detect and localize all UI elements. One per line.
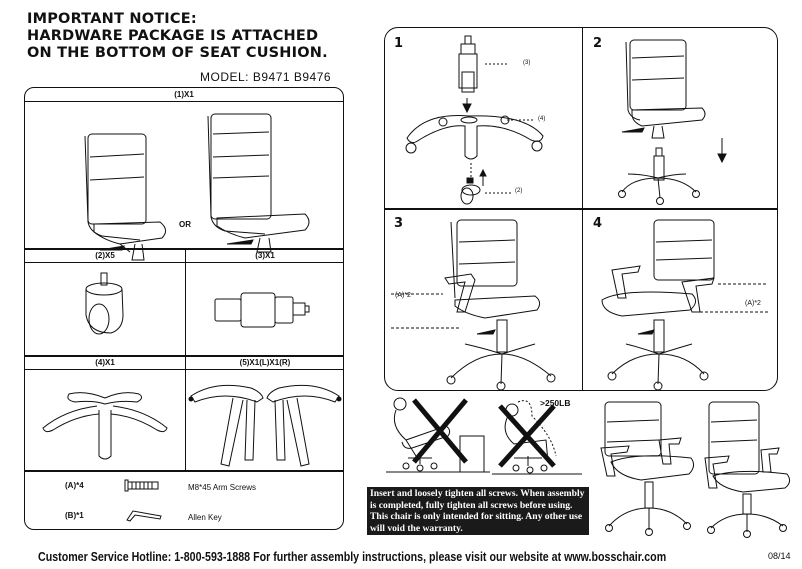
step-3-number: 3 xyxy=(394,216,404,231)
gas-cylinder-icon xyxy=(214,292,310,328)
arm-screw-icon xyxy=(124,479,159,492)
armrests-icon xyxy=(188,384,342,467)
hardware-a-desc: M8*45 Arm Screws xyxy=(188,483,257,492)
allen-key-icon xyxy=(126,510,162,522)
step-1-number: 1 xyxy=(394,36,404,51)
step-1-callout-cylinder: (3) xyxy=(523,60,531,66)
parts-list-panel: (1)X1 OR (2)X5 ( xyxy=(24,87,344,530)
part-5-cell xyxy=(185,370,343,470)
step-1-callout-base: (4) xyxy=(538,116,546,122)
part-4-cell xyxy=(25,370,185,470)
important-notice: IMPORTANT NOTICE: HARDWARE PACKAGE IS AT… xyxy=(27,11,328,62)
step-4-number: 4 xyxy=(593,216,603,231)
part-3-cell xyxy=(185,263,343,355)
model-number: MODEL: B9471 B9476 xyxy=(200,70,332,84)
assembly-warning-text: Insert and loosely tighten all screws. W… xyxy=(367,487,589,535)
notice-line-2: HARDWARE PACKAGE IS ATTACHED xyxy=(27,28,319,44)
hardware-b-desc: Allen Key xyxy=(188,513,222,522)
part-2-label: (2)X5 xyxy=(25,249,185,263)
divider xyxy=(25,248,343,250)
finished-chairs-illustration xyxy=(600,401,791,538)
step-1-base-casters-diagram xyxy=(405,35,544,205)
caster-wheel-icon xyxy=(85,272,124,335)
five-star-base-icon xyxy=(42,392,168,460)
step-1-callout-caster: (2) xyxy=(515,188,523,194)
footer-contact: Customer Service Hotline: 1-800-593-1888… xyxy=(38,549,667,564)
revision-date: 08/14 xyxy=(768,551,791,561)
notice-line-1: IMPORTANT NOTICE: xyxy=(27,11,197,27)
divider xyxy=(185,249,186,470)
step-2-seat-onto-base-diagram xyxy=(618,39,727,205)
part-5-label: (5)X1(L)X1(R) xyxy=(185,356,343,370)
divider xyxy=(25,355,343,357)
divider xyxy=(25,470,343,472)
step-3-attach-left-arm-diagram xyxy=(391,219,556,390)
assembly-steps-panel: 1 (3) (4) (2) 2 3 xyxy=(384,27,778,391)
notice-line-3: ON THE BOTTOM OF SEAT CUSHION. xyxy=(27,45,328,61)
part-1-label: (1)X1 xyxy=(25,88,343,102)
divider xyxy=(385,208,777,210)
step-3-screw-callout: (A)*2 xyxy=(395,292,411,299)
part-1-cell: OR xyxy=(25,102,343,261)
step-2-number: 2 xyxy=(593,36,603,51)
hardware-b-code: (B)*1 xyxy=(65,511,84,520)
chair-seat-back-icon xyxy=(84,113,310,261)
or-label: OR xyxy=(179,220,191,229)
no-feet-on-desk-warning-icon xyxy=(386,397,490,473)
part-3-label: (3)X1 xyxy=(185,249,343,263)
step-4-attach-right-arm-diagram xyxy=(601,219,768,390)
part-2-cell xyxy=(25,263,185,355)
hardware-a-code: (A)*4 xyxy=(65,481,84,490)
step-4-screw-callout: (A)*2 xyxy=(745,300,761,307)
part-4-label: (4)X1 xyxy=(25,356,185,370)
weight-limit-warning-icon xyxy=(492,400,582,475)
weight-limit-label: >250LB xyxy=(540,398,571,408)
